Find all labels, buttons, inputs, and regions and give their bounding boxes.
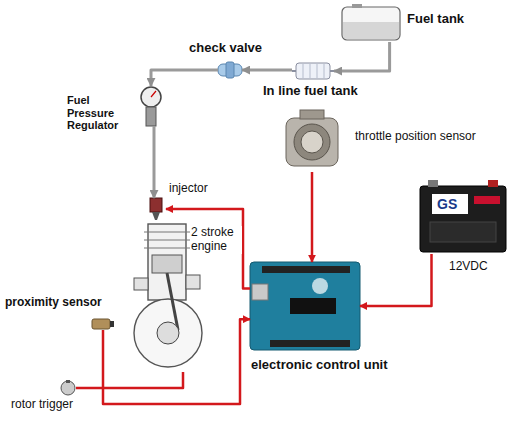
rotor-trigger: rotor trigger — [60, 380, 76, 396]
component-label: rotor trigger — [10, 398, 74, 412]
signal-wire — [103, 319, 250, 404]
injector-drawing — [150, 198, 162, 220]
fuel-line-arrow — [242, 69, 292, 72]
pressure-regulator-drawing — [141, 87, 161, 126]
brand-label: GS — [436, 196, 458, 212]
signal-wire — [76, 372, 183, 388]
engine: 2 stroke engine — [138, 222, 228, 372]
component-label: Fuel Pressure Regulator — [66, 94, 130, 132]
fuel-line-arrow — [334, 42, 390, 71]
component-label: injector — [168, 182, 209, 196]
fuel-tank-drawing — [342, 4, 400, 40]
injector: injector — [146, 198, 166, 220]
fuel-pressure-regulator: Fuel Pressure Regulator — [140, 86, 162, 126]
proximity-sensor: proximity sensor — [92, 318, 114, 330]
component-label: In line fuel tank — [262, 84, 359, 99]
rotor-trigger-drawing — [61, 380, 75, 395]
component-label: throttle position sensor — [354, 130, 477, 144]
component-label: 2 stroke engine — [190, 226, 242, 254]
signal-wire — [360, 254, 432, 306]
check-valve-drawing — [218, 62, 242, 78]
inline-fuel-tank: In line fuel tank — [292, 62, 334, 80]
fuel-line-arrow — [153, 126, 156, 198]
ecu-board-drawing — [250, 262, 360, 350]
throttle-sensor-drawing — [286, 110, 338, 166]
battery-drawing — [420, 180, 506, 252]
fuel-line-arrow — [151, 70, 218, 86]
fuel-tank: Fuel tank — [340, 4, 402, 42]
battery: 12VDC — [418, 178, 508, 254]
signal-wire — [166, 209, 250, 288]
throttle-position-sensor: throttle position sensor — [282, 110, 342, 172]
component-label: electronic control unit — [250, 358, 389, 373]
component-label: Fuel tank — [406, 12, 465, 27]
inline-filter-drawing — [292, 63, 334, 79]
component-label: proximity sensor — [4, 296, 103, 310]
signal-wire — [311, 172, 314, 262]
check-valve: check valve — [218, 62, 242, 78]
component-label: 12VDC — [448, 260, 489, 274]
electronic-control-unit: electronic control unit — [250, 262, 360, 350]
proximity-sensor-drawing — [92, 319, 114, 329]
component-label: check valve — [188, 41, 263, 56]
